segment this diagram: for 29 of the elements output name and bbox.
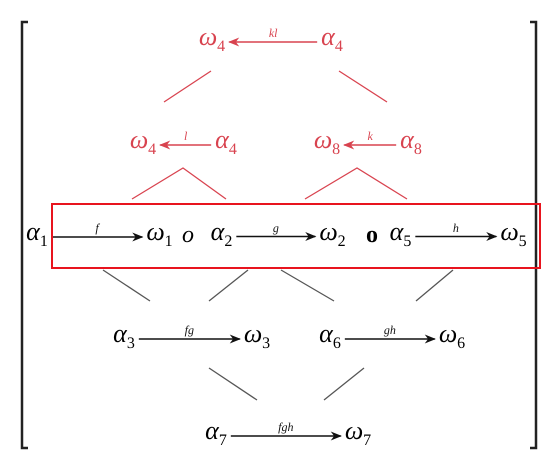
edge-label: f	[94, 222, 100, 234]
math-symbol: α$_{2}$	[210, 218, 232, 250]
math-symbol: ω$_{7}$	[344, 418, 372, 450]
edge-label: h	[452, 222, 460, 234]
edge-label: fg	[184, 324, 195, 336]
edge-label: gh	[382, 324, 397, 336]
math-symbol: ω$_{5}$	[500, 218, 527, 250]
edge-label: kl	[268, 27, 278, 39]
math-symbol: α$_{8}$	[400, 127, 422, 159]
math-symbol: ω$_{6}$	[438, 321, 466, 353]
highlight-frame	[51, 203, 541, 269]
math-symbol: ω$_{2}$	[319, 218, 346, 250]
math-symbol: α$_{5}$	[390, 218, 412, 250]
math-symbol: α$_{7}$	[205, 418, 227, 450]
math-symbol: α$_{1}$	[26, 219, 48, 251]
math-symbol: ω$_{4}$	[130, 127, 156, 159]
edge-label: k	[366, 130, 374, 142]
math-symbol: α$_{4}$	[215, 127, 237, 159]
edge-label: l	[183, 130, 188, 142]
math-symbol: ω$_{4}$	[198, 24, 226, 56]
composition-operator: o	[366, 223, 378, 247]
math-symbol: α$_{3}$	[113, 321, 135, 353]
edge-label: fgh	[277, 421, 294, 433]
math-symbol: ω$_{3}$	[244, 321, 270, 353]
composition-operator: o	[182, 223, 194, 247]
math-symbol: α$_{6}$	[319, 321, 341, 353]
math-symbol: ω$_{8}$	[314, 127, 340, 159]
math-symbol: α$_{4}$	[321, 24, 343, 56]
math-symbol: ω$_{1}$	[146, 218, 173, 250]
